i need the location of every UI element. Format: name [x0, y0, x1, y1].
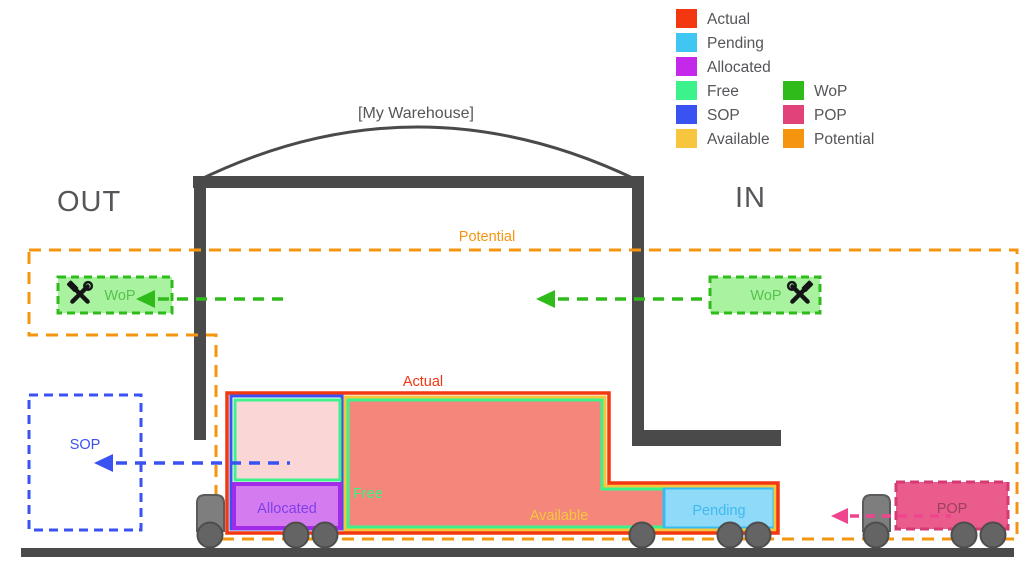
legend-swatch-available [676, 129, 697, 148]
warehouse-left-wall [194, 176, 206, 440]
wop-arrow-left-head [136, 290, 155, 308]
potential-label: Potential [459, 229, 515, 245]
legend-label-allocated: Allocated [707, 59, 771, 76]
actual-outline [225, 391, 780, 535]
legend-swatch-pop [783, 105, 804, 124]
legend-swatch-pending [676, 33, 697, 52]
wheel [716, 521, 744, 549]
warehouse-right-wall [632, 176, 644, 446]
wheel [979, 521, 1007, 549]
legend-label-sop: SOP [707, 107, 740, 124]
wheel [628, 521, 656, 549]
legend: Actual Pending Allocated Free SOP Availa… [676, 9, 874, 148]
legend-label-potential: Potential [814, 131, 874, 148]
wheel [862, 521, 890, 549]
legend-label-available: Available [707, 131, 770, 148]
sop-label: SOP [70, 437, 101, 453]
allocated-box [232, 482, 342, 530]
legend-label-free: Free [707, 83, 739, 100]
wheel [196, 521, 224, 549]
pop-label: POP [937, 501, 968, 517]
legend-label-pop: POP [814, 107, 847, 124]
wop-arrow-right-head [536, 290, 555, 308]
wheel [950, 521, 978, 549]
sop-region: SOP [27, 393, 143, 532]
available-outline [343, 395, 777, 532]
sop-arrow [94, 454, 290, 472]
allocated-label: Allocated [257, 501, 317, 517]
pop-arrow [831, 508, 951, 524]
pending-label: Pending [692, 503, 745, 519]
legend-swatch-potential [783, 129, 804, 148]
free-label: Free [353, 486, 383, 502]
wop-arrow-left [136, 290, 289, 308]
legend-swatch-actual [676, 9, 697, 28]
legend-swatch-free [676, 81, 697, 100]
wop-left-label: WoP [104, 288, 135, 304]
pink-stock-area [233, 398, 342, 482]
actual-label: Actual [403, 374, 443, 390]
legend-label-pending: Pending [707, 35, 764, 52]
out-label: OUT [57, 186, 121, 218]
warehouse-structure: [My Warehouse] OUT IN [57, 105, 781, 446]
warehouse-roof-arc [194, 125, 642, 184]
legend-swatch-allocated [676, 57, 697, 76]
sop-arrow-head [94, 454, 113, 472]
wop-right-label: WoP [750, 288, 781, 304]
potential-region: Potential [27, 229, 1019, 541]
wheel [311, 521, 339, 549]
wheel [282, 521, 310, 549]
stock-body: Actual Free Available Allocated Pending [225, 374, 780, 535]
wheel [744, 521, 772, 549]
sop-region-outline [27, 393, 143, 532]
legend-swatch-wop [783, 81, 804, 100]
legend-label-actual: Actual [707, 11, 750, 28]
warehouse-title: [My Warehouse] [358, 105, 474, 122]
legend-label-wop: WoP [814, 83, 847, 100]
wop-box-right: WoP [708, 275, 822, 315]
pop-arrow-head [831, 508, 848, 524]
wop-arrow-right [536, 290, 707, 308]
available-label: Available [530, 508, 589, 524]
warehouse-top-beam [193, 176, 643, 188]
potential-region-outline [27, 248, 1019, 541]
pending-box [662, 486, 776, 530]
in-label: IN [735, 182, 766, 214]
warehouse-right-wall-foot [632, 430, 781, 446]
legend-swatch-sop [676, 105, 697, 124]
ground-bar [21, 548, 1014, 557]
